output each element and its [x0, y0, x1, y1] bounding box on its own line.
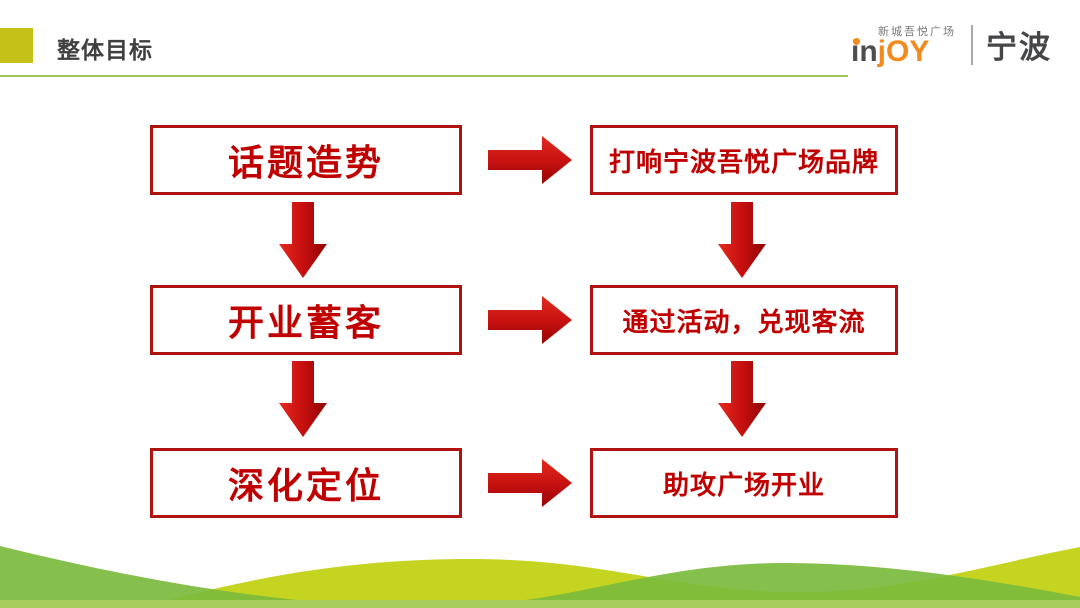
- flow-box-traffic-goal: 通过活动，兑现客流: [590, 285, 898, 355]
- flow-box-assist-goal: 助攻广场开业: [590, 448, 898, 518]
- flow-box-positioning: 深化定位: [150, 448, 462, 518]
- flow-box-topic: 话题造势: [150, 125, 462, 195]
- title-accent-square: [0, 28, 33, 63]
- bottom-wave-decoration: [0, 546, 1080, 608]
- flow-box-opening: 开业蓄客: [150, 285, 462, 355]
- down-arrow-icon: [279, 202, 327, 278]
- down-arrow-icon: [279, 361, 327, 437]
- right-arrow-icon: [488, 136, 572, 184]
- right-arrow-icon: [488, 459, 572, 507]
- brand-wordmark: injOY: [851, 34, 956, 68]
- right-arrow-icon: [488, 296, 572, 344]
- logo-divider: [971, 24, 973, 65]
- flow-box-brand-goal: 打响宁波吾悦广场品牌: [590, 125, 898, 195]
- down-arrow-icon: [718, 361, 766, 437]
- down-arrow-icon: [718, 202, 766, 278]
- brand-logo-main: 新城吾悦广场 injOY: [851, 23, 956, 67]
- brand-i-dot-icon: [853, 37, 860, 45]
- brand-wordmark-joy: jOY: [877, 34, 930, 68]
- header-divider-line: [0, 75, 848, 77]
- brand-city: 宁波: [986, 30, 1052, 65]
- brand-logo: 新城吾悦广场 injOY 宁波: [851, 22, 1052, 67]
- page-title: 整体目标: [57, 37, 153, 63]
- brand-tagline: 新城吾悦广场: [878, 25, 956, 38]
